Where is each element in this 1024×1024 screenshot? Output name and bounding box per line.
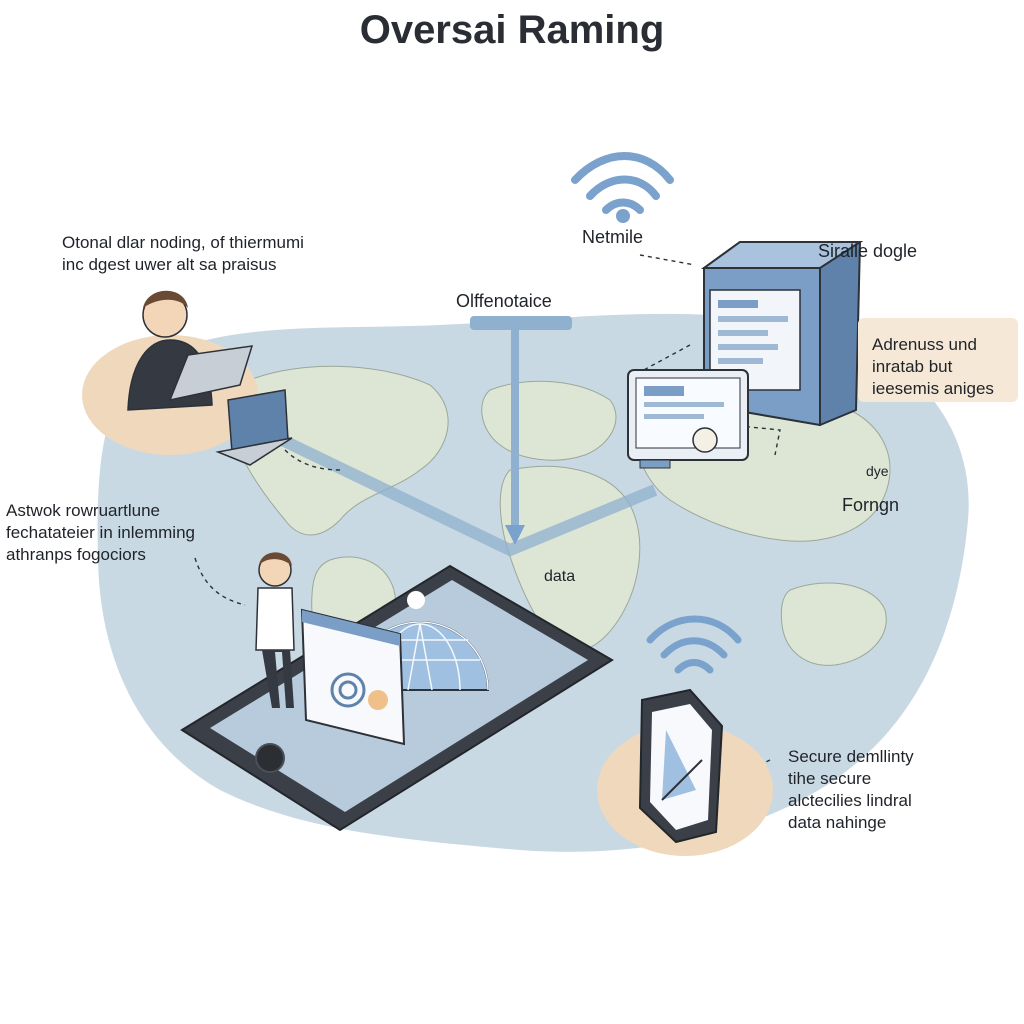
label-line: Astwok rowruartlune bbox=[6, 501, 161, 520]
screen-panel bbox=[300, 608, 406, 746]
label-line: Otonal dlar noding, of thiermumi bbox=[62, 233, 304, 252]
label-line: fechatateier in inlemming bbox=[6, 523, 195, 542]
label-line: Secure demllinty bbox=[788, 747, 914, 766]
person-standing bbox=[255, 552, 295, 708]
label-left-middle: Astwok rowruartlune fechatateier in inle… bbox=[6, 500, 195, 566]
person-with-laptop bbox=[127, 290, 254, 411]
label-foreign-small: dye bbox=[866, 463, 889, 479]
label-line: tihe secure bbox=[788, 769, 872, 788]
label-address-box: Adrenuss und inratab but ieesemis aniges bbox=[872, 334, 994, 400]
laptop-icon bbox=[215, 389, 293, 466]
label-line: inc dgest uwer alt sa praisus bbox=[62, 255, 277, 274]
wifi-dot bbox=[616, 209, 630, 223]
label-line: inratab but bbox=[872, 357, 953, 376]
wifi-icon bbox=[646, 615, 742, 674]
continent-australia bbox=[780, 582, 887, 666]
label-line: ieesemis aniges bbox=[872, 379, 994, 398]
label-foreign: Forngn bbox=[842, 495, 900, 515]
label-top-left: Otonal dlar noding, of thiermumi inc dge… bbox=[62, 232, 304, 276]
label-data: data bbox=[544, 568, 576, 585]
label-offline: Olffenotaice bbox=[456, 291, 552, 311]
connection-path bbox=[275, 432, 658, 557]
smartphone-small bbox=[638, 688, 724, 844]
label-server: Siralle dogle bbox=[818, 241, 918, 261]
wifi-icon bbox=[571, 152, 674, 214]
offline-arrow-head bbox=[505, 525, 525, 545]
label-line: athranps fogociors bbox=[6, 545, 146, 564]
label-line: Adrenuss und bbox=[872, 335, 977, 354]
label-line: data nahinge bbox=[788, 813, 887, 832]
desktop-monitor bbox=[627, 369, 749, 469]
label-network: Netmile bbox=[582, 227, 644, 247]
label-secure-box: Secure demllinty tihe secure alctecilies… bbox=[788, 746, 914, 834]
page-title: Oversai Raming bbox=[359, 8, 665, 52]
address-callout bbox=[858, 318, 1018, 402]
offline-bar bbox=[470, 316, 572, 330]
label-line: alctecilies lindral bbox=[788, 791, 912, 810]
